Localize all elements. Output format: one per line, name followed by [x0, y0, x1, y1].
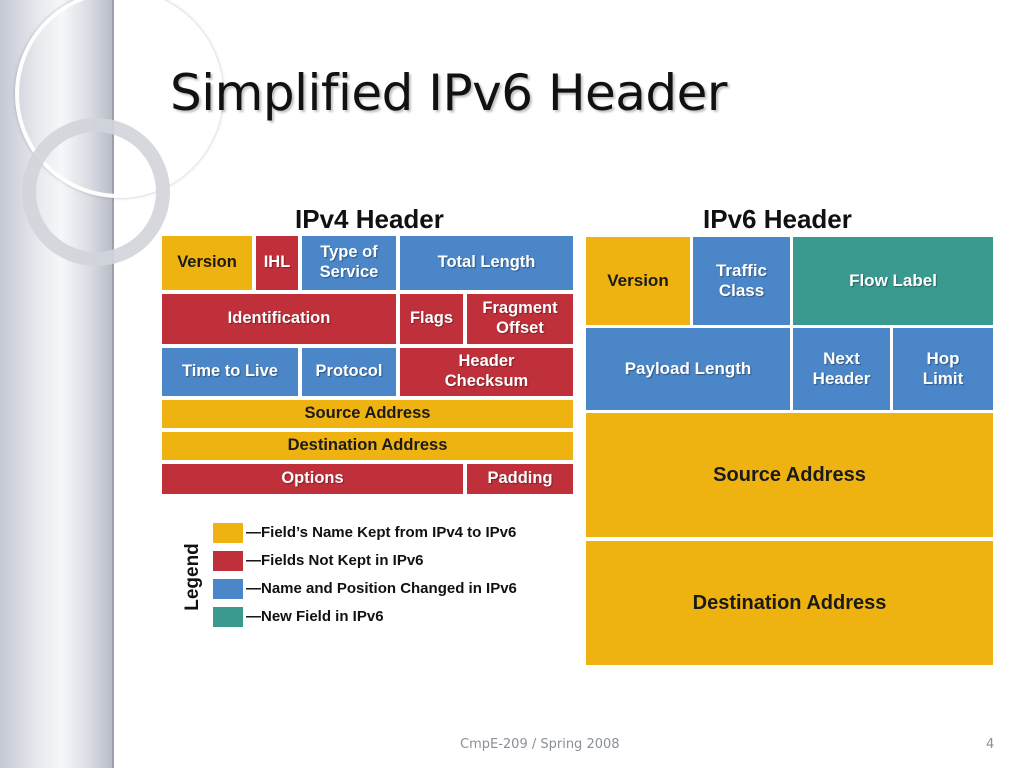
legend-swatch-changed — [213, 579, 243, 599]
legend-item-not-kept: —Fields Not Kept in IPv6 — [246, 552, 424, 569]
ipv6-next-header: Next Header — [793, 328, 890, 410]
ipv4-ihl: IHL — [256, 236, 298, 290]
ipv4-type-of-service: Type of Service — [302, 236, 396, 290]
ipv4-fragment-offset: Fragment Offset — [467, 294, 573, 344]
ipv6-traffic-class: Traffic Class — [693, 237, 790, 325]
ipv4-source-address: Source Address — [162, 400, 573, 428]
ipv4-identification: Identification — [162, 294, 396, 344]
legend-item-changed: —Name and Position Changed in IPv6 — [246, 580, 517, 597]
ipv4-flags: Flags — [400, 294, 463, 344]
ipv4-time-to-live: Time to Live — [162, 348, 298, 396]
legend-swatch-new — [213, 607, 243, 627]
ipv6-payload-length: Payload Length — [586, 328, 790, 410]
legend-swatch-kept — [213, 523, 243, 543]
ipv6-flow-label: Flow Label — [793, 237, 993, 325]
ipv4-header-title: IPv4 Header — [295, 204, 444, 234]
footer-page-number: 4 — [986, 737, 995, 752]
decorative-ring-small — [22, 118, 170, 266]
ipv4-padding: Padding — [467, 464, 573, 494]
ipv4-total-length: Total Length — [400, 236, 573, 290]
ipv6-destination-address: Destination Address — [586, 541, 993, 665]
legend-item-kept: —Field’s Name Kept from IPv4 to IPv6 — [246, 524, 517, 541]
ipv6-hop-limit: Hop Limit — [893, 328, 993, 410]
legend-item-new: —New Field in IPv6 — [246, 608, 384, 625]
ipv6-source-address: Source Address — [586, 413, 993, 537]
ipv4-options: Options — [162, 464, 463, 494]
ipv4-protocol: Protocol — [302, 348, 396, 396]
side-divider — [112, 0, 114, 768]
ipv6-version: Version — [586, 237, 690, 325]
footer-course: CmpE-209 / Spring 2008 — [460, 737, 620, 752]
ipv4-destination-address: Destination Address — [162, 432, 573, 460]
ipv6-header-title: IPv6 Header — [703, 204, 852, 234]
ipv4-version: Version — [162, 236, 252, 290]
ipv4-header-checksum: Header Checksum — [400, 348, 573, 396]
slide-title: Simplified IPv6 Header — [170, 64, 728, 122]
legend-swatch-not-kept — [213, 551, 243, 571]
